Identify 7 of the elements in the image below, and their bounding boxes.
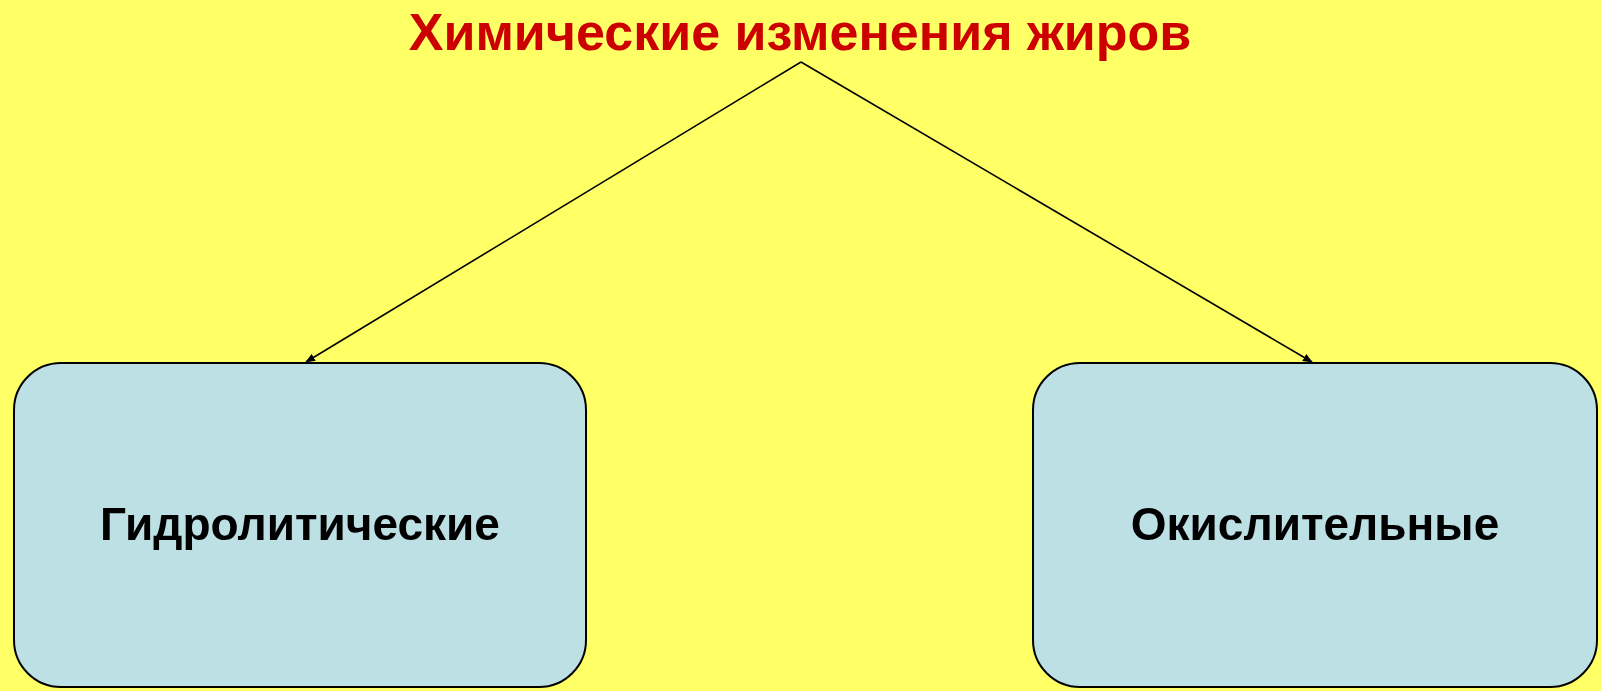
box-label: Окислительные xyxy=(1130,497,1500,553)
category-box xyxy=(13,362,587,688)
category-box xyxy=(1032,362,1598,688)
title-text: Химические изменения жиров xyxy=(408,2,1192,62)
arrow xyxy=(305,61,802,363)
box-label: Гидролитические xyxy=(100,497,500,553)
arrow xyxy=(800,61,1313,363)
